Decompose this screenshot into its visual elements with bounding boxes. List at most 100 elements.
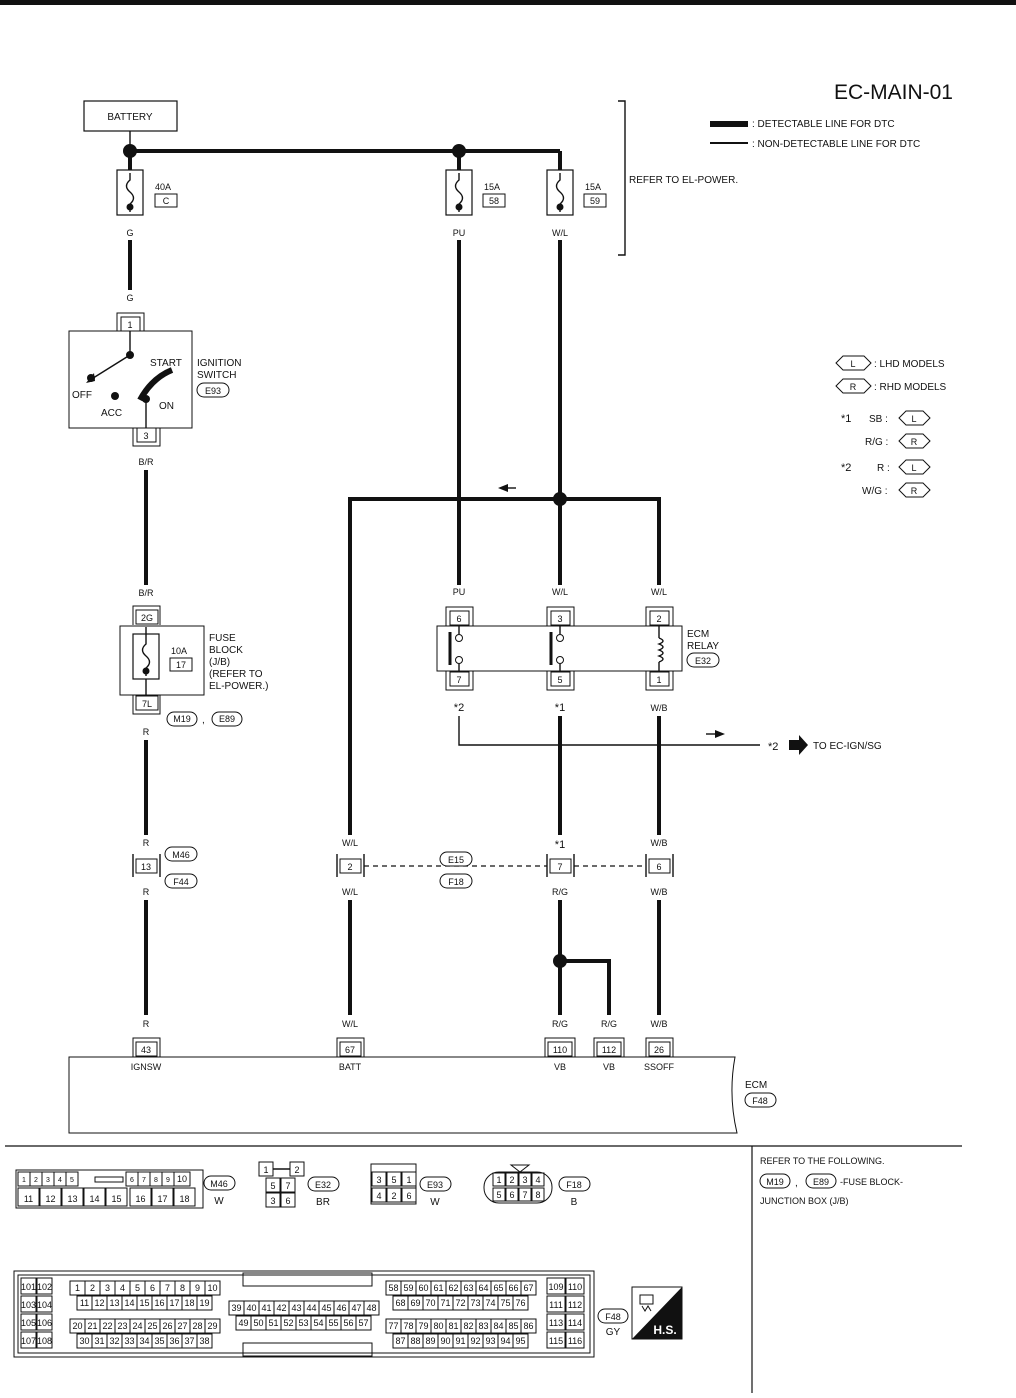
pin-number: 101: [21, 1282, 36, 1292]
pin-number: 71: [440, 1298, 450, 1308]
svg-text:59: 59: [590, 196, 600, 206]
pin-number: 40: [246, 1303, 256, 1313]
pin-number: 9: [166, 1177, 170, 1184]
pin-cell: [20, 1313, 37, 1331]
svg-text:W/L: W/L: [342, 887, 358, 897]
svg-text:7: 7: [557, 862, 562, 872]
svg-text:5: 5: [391, 1175, 396, 1185]
refer-following: REFER TO THE FOLLOWING.: [760, 1156, 885, 1166]
pin-number: 8: [180, 1283, 185, 1293]
pin-cell: [196, 1295, 213, 1311]
svg-text:15A: 15A: [585, 182, 601, 192]
svg-text:R: R: [911, 437, 918, 447]
svg-text:ECM: ECM: [745, 1080, 767, 1091]
svg-text:ECM: ECM: [687, 629, 709, 640]
pin-number: 17: [157, 1194, 167, 1204]
pin-number: 92: [470, 1336, 480, 1346]
pin-number: 46: [336, 1303, 346, 1313]
svg-text:6: 6: [509, 1190, 514, 1200]
svg-text:W/L: W/L: [342, 1019, 358, 1029]
legend-thick-line: [710, 121, 748, 127]
svg-text:8: 8: [535, 1190, 540, 1200]
pin-number: 77: [388, 1321, 398, 1331]
svg-text:2G: 2G: [141, 613, 153, 623]
svg-text:E15: E15: [448, 855, 464, 865]
pin-number: 52: [283, 1318, 293, 1328]
svg-text:G: G: [126, 228, 133, 238]
pin-number: 22: [102, 1321, 112, 1331]
svg-text:1: 1: [127, 320, 132, 330]
svg-text:F48: F48: [752, 1096, 768, 1106]
svg-text:4: 4: [535, 1175, 540, 1185]
svg-text:BATT: BATT: [339, 1062, 362, 1072]
pin-number: 28: [192, 1321, 202, 1331]
svg-text:6: 6: [656, 862, 661, 872]
svg-text:3: 3: [376, 1175, 381, 1185]
svg-text:FUSE: FUSE: [209, 633, 236, 644]
svg-text:5: 5: [270, 1181, 275, 1191]
svg-text:E32: E32: [315, 1180, 331, 1190]
svg-text:M19: M19: [766, 1177, 784, 1187]
svg-text:2: 2: [391, 1191, 396, 1201]
pin-cell: [520, 1280, 537, 1296]
pin-number: 14: [124, 1298, 134, 1308]
svg-text:2: 2: [656, 614, 661, 624]
legend-detectable: : DETECTABLE LINE FOR DTC: [752, 119, 895, 130]
pin-number: 2: [90, 1283, 95, 1293]
pin-cell: [105, 1187, 128, 1207]
pin-number: 82: [463, 1321, 473, 1331]
pin-number: 69: [410, 1298, 420, 1308]
pin-number: 4: [120, 1283, 125, 1293]
pin-cell: [565, 1331, 585, 1349]
pin-number: 85: [508, 1321, 518, 1331]
refer-e89: [805, 1173, 837, 1189]
svg-text:58: 58: [489, 196, 499, 206]
pin-cell: [565, 1277, 585, 1295]
pin-number: 13: [109, 1298, 119, 1308]
legend-non-detectable: : NON-DETECTABLE LINE FOR DTC: [752, 139, 920, 150]
svg-text:F18: F18: [566, 1180, 582, 1190]
svg-text:E32: E32: [695, 656, 711, 666]
pin-number: 55: [328, 1318, 338, 1328]
pin-number: 34: [139, 1336, 149, 1346]
pin-number: 15: [111, 1194, 121, 1204]
pin-number: 94: [500, 1336, 510, 1346]
pin-number: 60: [418, 1283, 428, 1293]
svg-text:IGNSW: IGNSW: [131, 1062, 162, 1072]
svg-text:W/L: W/L: [342, 838, 358, 848]
pin-number: 36: [169, 1336, 179, 1346]
svg-text:R: R: [143, 727, 150, 737]
pin-number: 86: [523, 1321, 533, 1331]
pin-cell: [17, 1187, 40, 1207]
pin-number: 53: [298, 1318, 308, 1328]
svg-text:6: 6: [456, 614, 461, 624]
svg-text:W/B: W/B: [651, 887, 668, 897]
pin-number: 44: [306, 1303, 316, 1313]
svg-text:40A: 40A: [155, 182, 171, 192]
pin-cell: [36, 1331, 53, 1349]
pin-number: 63: [463, 1283, 473, 1293]
pin-number: 58: [388, 1283, 398, 1293]
ecm-relay: 6 3 2 7 5 1 ECM RELAY E32: [436, 606, 720, 691]
svg-text:1: 1: [406, 1175, 411, 1185]
pin-number: 42: [276, 1303, 286, 1313]
pin-number: 109: [548, 1282, 563, 1292]
pin-number: 64: [478, 1283, 488, 1293]
pin-number: 2: [34, 1177, 38, 1184]
pin-number: 104: [37, 1300, 52, 1310]
pin-number: 62: [448, 1283, 458, 1293]
svg-text:1: 1: [496, 1175, 501, 1185]
pin-number: 43: [291, 1303, 301, 1313]
svg-text:6: 6: [406, 1191, 411, 1201]
pin-number: 81: [448, 1321, 458, 1331]
svg-text:R :: R :: [877, 463, 890, 474]
junction-dot: [553, 954, 567, 968]
pin-number: 87: [395, 1336, 405, 1346]
pin-cell: [65, 1171, 79, 1187]
svg-text:ON: ON: [159, 401, 174, 412]
pin-number: 50: [253, 1318, 263, 1328]
ign-wire-in: G: [126, 293, 133, 303]
svg-text:H.S.: H.S.: [653, 1323, 676, 1337]
pin-number: 65: [493, 1283, 503, 1293]
